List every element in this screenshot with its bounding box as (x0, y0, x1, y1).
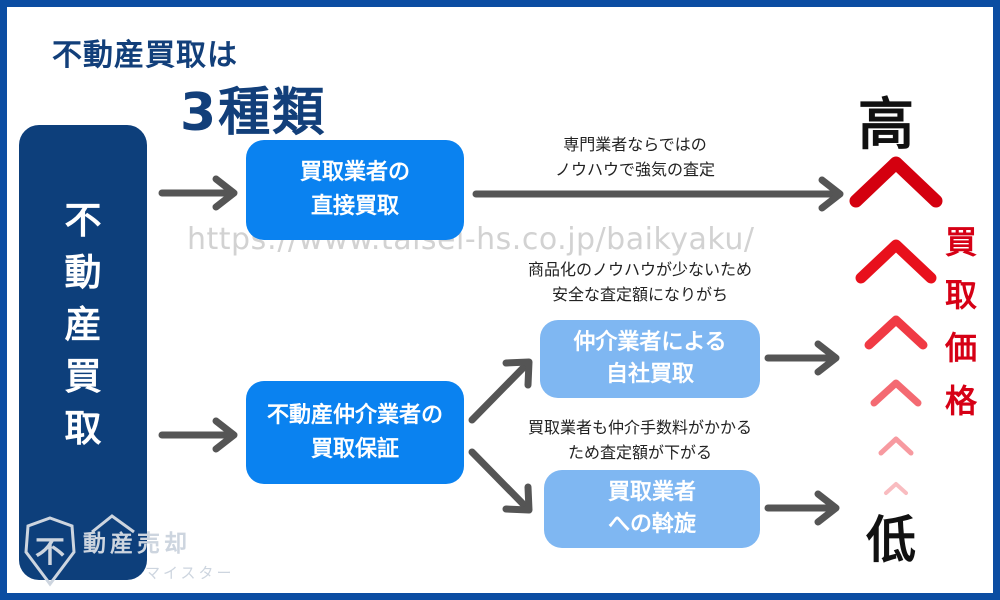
left-panel-char: 産 (64, 303, 102, 346)
price-axis-char: 格 (944, 382, 977, 420)
box-guarantee-line1: 不動産仲介業者の (266, 402, 443, 428)
price-chevron-3 (864, 315, 928, 350)
note-referral-line2: ため査定額が下がる (567, 443, 712, 462)
box-referral-line2: への斡旋 (607, 512, 696, 537)
left-panel-label: 不 動 産 買 取 (19, 195, 147, 455)
box-referral: 買取業者 への斡旋 (544, 470, 760, 548)
arrow-to-guarantee (158, 417, 238, 453)
logo-sub-text: マイスター (145, 564, 235, 582)
box-guarantee-line2: 買取保証 (310, 436, 399, 462)
box-direct-line2: 直接買取 (310, 194, 399, 219)
price-chevron-1 (849, 156, 943, 208)
note-direct-line1: 専門業者ならではの (563, 135, 707, 154)
arrow-to-direct (158, 175, 238, 211)
box-inhouse-line2: 自社買取 (605, 362, 694, 387)
price-chevron-6 (884, 482, 908, 495)
logo-mark: 不 (35, 535, 65, 570)
box-purchase-guarantee: 不動産仲介業者の 買取保証 (246, 381, 464, 484)
price-high-label: 高 (858, 93, 914, 158)
note-inhouse: 商品化のノウハウが少ないため 安全な査定額になりがち (495, 257, 785, 307)
left-panel-char: 不 (64, 199, 102, 242)
note-referral: 買取業者も仲介手数料がかかる ため査定額が下がる (495, 415, 785, 465)
note-inhouse-line2: 安全な査定額になりがち (551, 285, 728, 304)
arrow-direct-to-high (472, 176, 844, 212)
arrow-guarantee-to-inhouse (468, 358, 533, 424)
arrow-guarantee-to-referral (468, 448, 533, 514)
price-axis-char: 価 (944, 329, 977, 367)
price-chevron-5 (878, 436, 914, 456)
price-chevron-4 (870, 379, 922, 407)
title-line2: 3種類 (180, 83, 327, 143)
note-referral-line1: 買取業者も仲介手数料がかかる (527, 418, 752, 437)
title-line1: 不動産買取は (52, 38, 238, 73)
price-low-label: 低 (866, 511, 916, 569)
price-chevron-2 (855, 239, 937, 284)
note-direct-line2: ノウハウで強気の査定 (554, 160, 715, 179)
logo-main-text: 動産売却 (83, 531, 191, 557)
left-panel-char: 買 (64, 355, 102, 398)
arrow-referral-to-scale (764, 490, 840, 526)
brand-logo: 不 (24, 514, 135, 587)
left-panel-char: 取 (64, 407, 102, 450)
box-inhouse-line1: 仲介業者による (573, 330, 727, 355)
box-referral-line1: 買取業者 (607, 480, 696, 505)
box-direct-line1: 買取業者の (299, 160, 410, 185)
note-direct: 専門業者ならではの ノウハウで強気の査定 (520, 132, 750, 182)
logo-shield-icon (24, 516, 76, 587)
price-axis-char: 取 (944, 276, 977, 314)
price-axis-label: 買 取 価 格 (933, 216, 989, 428)
arrow-inhouse-to-scale (764, 340, 840, 376)
price-axis-char: 買 (944, 223, 977, 261)
left-panel-char: 動 (64, 251, 102, 294)
left-panel (19, 125, 147, 580)
box-direct-purchase: 買取業者の 直接買取 (246, 140, 464, 240)
note-inhouse-line1: 商品化のノウハウが少ないため (527, 260, 752, 279)
house-roof-icon (91, 514, 135, 534)
box-inhouse-purchase: 仲介業者による 自社買取 (540, 320, 760, 398)
